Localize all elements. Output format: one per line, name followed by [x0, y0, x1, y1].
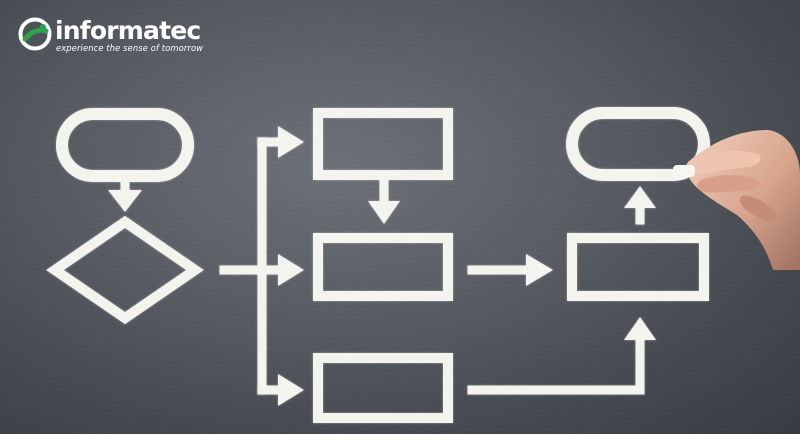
decision-diamond-shape: [46, 215, 204, 325]
bottom-to-right-connector: [467, 332, 645, 395]
process-box-bottom: [313, 353, 453, 423]
lower-finger-shape: [697, 175, 760, 193]
index-finger-shape: [685, 150, 761, 175]
end-terminator-shape: [566, 107, 710, 181]
end-input-arrowhead: [624, 186, 656, 208]
middle-to-right-arrowhead: [526, 254, 553, 286]
decision-input-arrowhead: [108, 190, 142, 212]
branch-top-arrowhead: [278, 126, 304, 158]
start-terminator-shape: [56, 108, 194, 182]
logo-brand-name: informatec: [55, 16, 201, 45]
logo-tagline: experience the sense of tomorrow: [56, 43, 204, 53]
chalk-piece-shape: [673, 165, 695, 177]
informatec-logo: informatec experience the sense of tomor…: [18, 17, 203, 57]
process-box-middle: [313, 233, 453, 301]
top-to-middle-arrowhead: [368, 201, 400, 224]
right-process-box: [567, 233, 709, 301]
informatec-logo-mark-icon: [18, 17, 52, 51]
process-box-top: [313, 108, 453, 180]
bottom-to-right-arrowhead: [624, 317, 656, 340]
thumb-shape: [739, 195, 779, 222]
hand-holding-chalk-icon: [673, 130, 800, 270]
branch-bottom-arrowhead: [278, 374, 304, 406]
branch-middle-arrowhead: [278, 254, 304, 286]
